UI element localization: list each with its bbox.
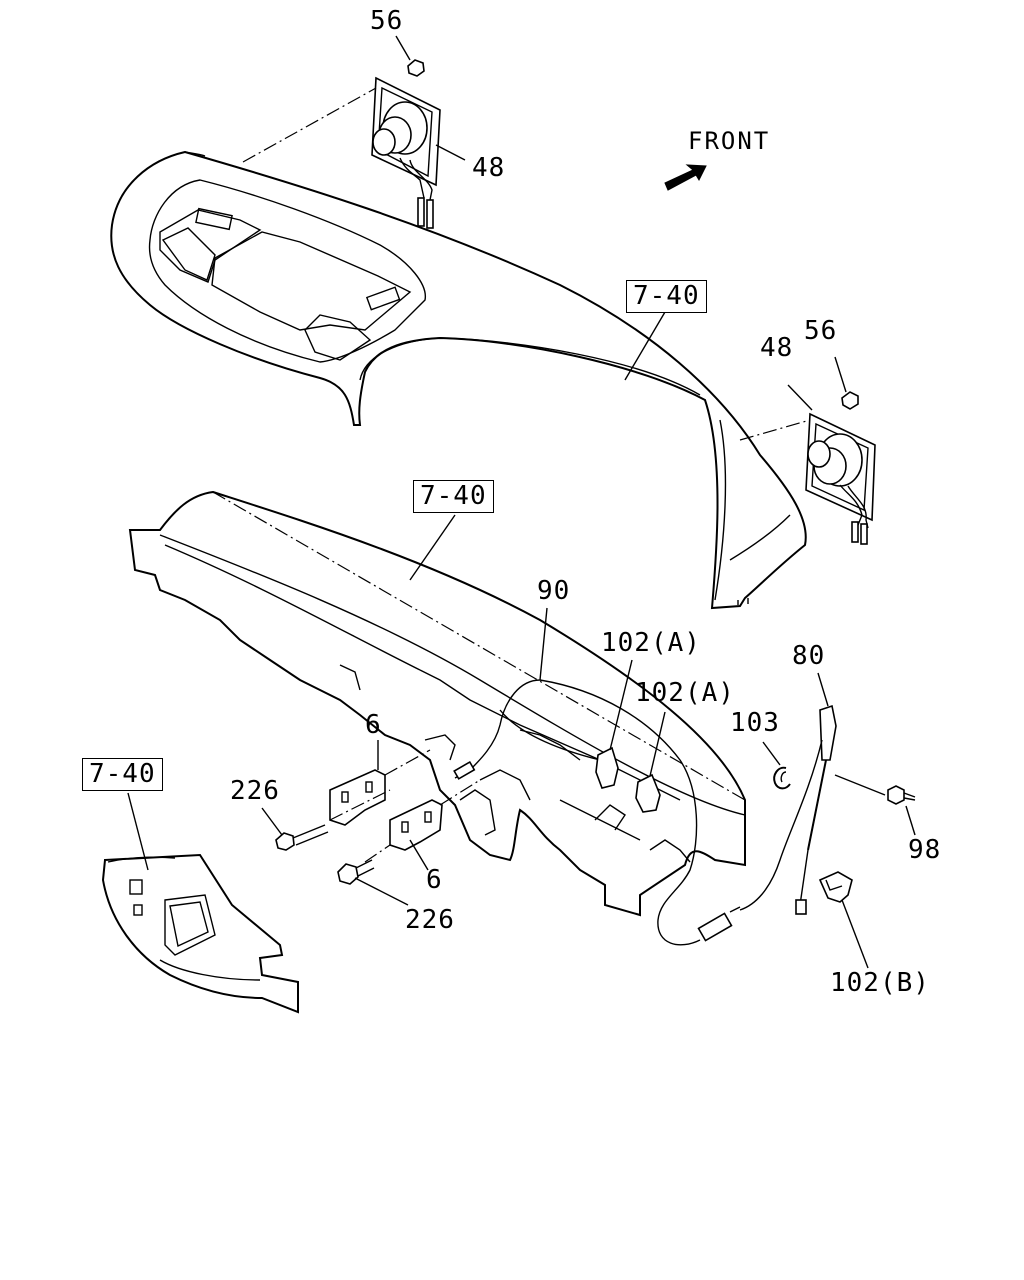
part-label-226: 226	[405, 905, 455, 935]
bracket-lower	[389, 799, 443, 871]
bracket-upper	[329, 740, 386, 826]
antenna-rod	[739, 672, 886, 915]
reference-box-7-40: 7-40	[626, 280, 707, 313]
clip-b	[818, 871, 869, 969]
upper-dash-panel	[110, 150, 807, 610]
bolt-upper	[261, 807, 329, 851]
screw	[887, 785, 916, 836]
part-label-48: 48	[760, 333, 794, 363]
part-label-103: 103	[730, 708, 780, 738]
part-label-48: 48	[472, 153, 506, 183]
part-label-90: 90	[537, 576, 571, 606]
bolt-lower	[337, 859, 409, 906]
clip-a-1	[595, 659, 633, 789]
part-label-102b: 102(B)	[830, 968, 930, 998]
part-label-98: 98	[908, 835, 942, 865]
grommet	[762, 741, 791, 790]
part-label-56: 56	[804, 316, 838, 346]
part-label-102a: 102(A)	[601, 628, 701, 658]
front-arrow-icon	[664, 164, 707, 191]
lower-bezel	[101, 792, 299, 1014]
part-label-56: 56	[370, 6, 404, 36]
speaker-right	[787, 356, 876, 545]
part-label-6: 6	[426, 865, 443, 895]
part-label-6: 6	[365, 710, 382, 740]
front-direction-label: FRONT	[688, 127, 771, 155]
part-label-226: 226	[230, 776, 280, 806]
antenna-cable	[453, 607, 741, 946]
clip-a-2	[635, 711, 666, 813]
part-label-80: 80	[792, 641, 826, 671]
reference-box-7-40: 7-40	[413, 480, 494, 513]
part-label-102a: 102(A)	[635, 678, 735, 708]
speaker-upper	[371, 35, 466, 229]
reference-box-7-40: 7-40	[82, 758, 163, 791]
